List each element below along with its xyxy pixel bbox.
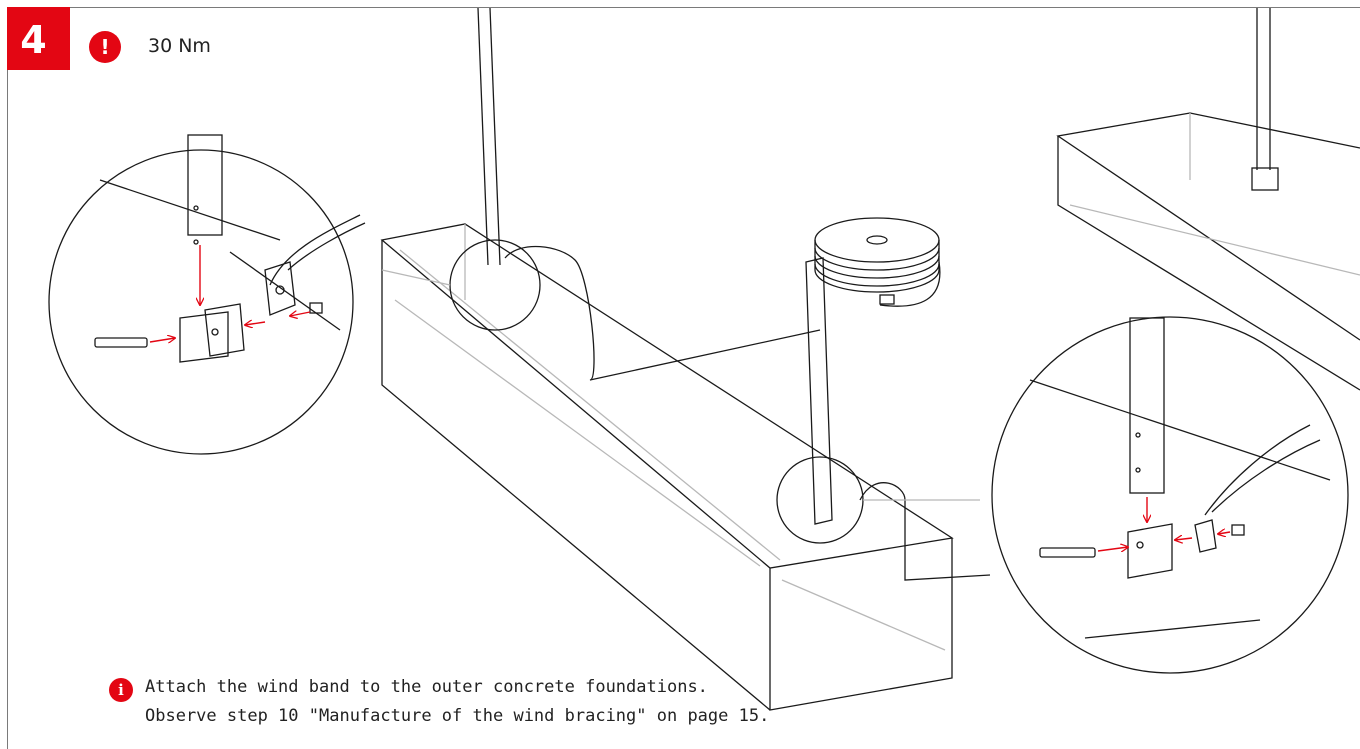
- wind-band-reel: [814, 217, 941, 307]
- detail-view-right: [991, 316, 1349, 674]
- page-frame-left: [7, 70, 8, 749]
- instruction-line-1: Attach the wind band to the outer concre…: [145, 677, 708, 697]
- post-left: [477, 7, 501, 266]
- detail-view-left: [48, 134, 366, 455]
- detail-marker-center: [776, 456, 864, 544]
- torque-value: 30 Nm: [148, 35, 211, 57]
- exclamation-icon: !: [89, 31, 121, 63]
- detail-marker-left: [449, 239, 541, 331]
- instruction-line-2: Observe step 10 "Manufacture of the wind…: [145, 706, 770, 726]
- info-icon: i: [109, 678, 133, 702]
- page-frame-top: [70, 7, 1360, 8]
- concrete-foundation: [380, 223, 954, 711]
- step-number-badge: 4: [7, 7, 70, 70]
- instruction-text: Attach the wind band to the outer concre…: [145, 673, 769, 731]
- post-right: [1251, 8, 1279, 191]
- right-foundation: [1056, 112, 1360, 391]
- post-center: [805, 257, 833, 525]
